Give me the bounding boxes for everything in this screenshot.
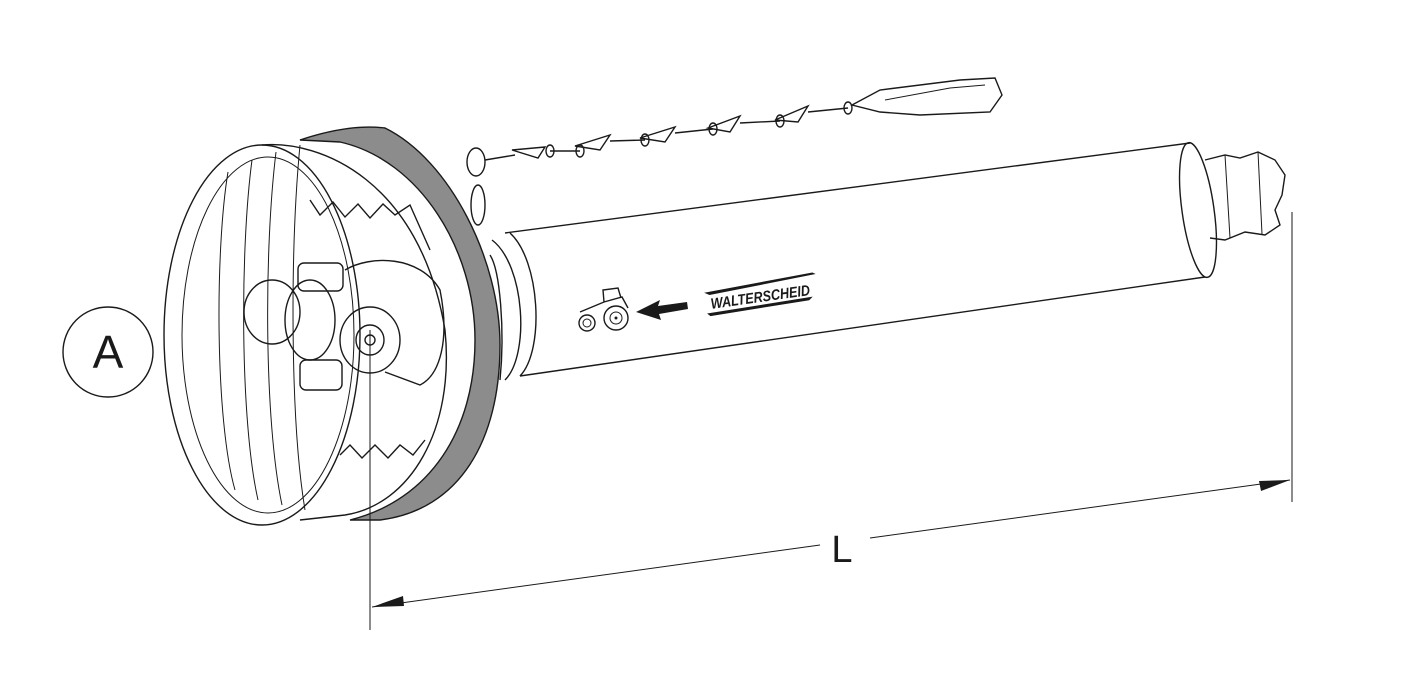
splined-shaft-end <box>1204 151 1286 241</box>
safety-chain <box>466 77 1003 226</box>
guard-tube <box>491 141 1218 381</box>
callout-label: A <box>93 326 124 378</box>
callout-circle <box>62 306 154 398</box>
callout-a: A <box>62 306 154 398</box>
dimension-arrow-left-icon <box>372 596 404 607</box>
dimension-l: L <box>369 212 1293 630</box>
direction-arrow-icon <box>636 300 688 320</box>
guard-cone-shield <box>163 126 503 526</box>
walterscheid-logo: WALTERSCHEID <box>704 272 816 317</box>
brand-logo-text: WALTERSCHEID <box>710 282 812 313</box>
dimension-arrow-right-icon <box>1259 480 1290 491</box>
dimension-label: L <box>831 529 852 571</box>
tractor-direction-icon <box>578 287 629 332</box>
universal-joint <box>243 259 445 391</box>
